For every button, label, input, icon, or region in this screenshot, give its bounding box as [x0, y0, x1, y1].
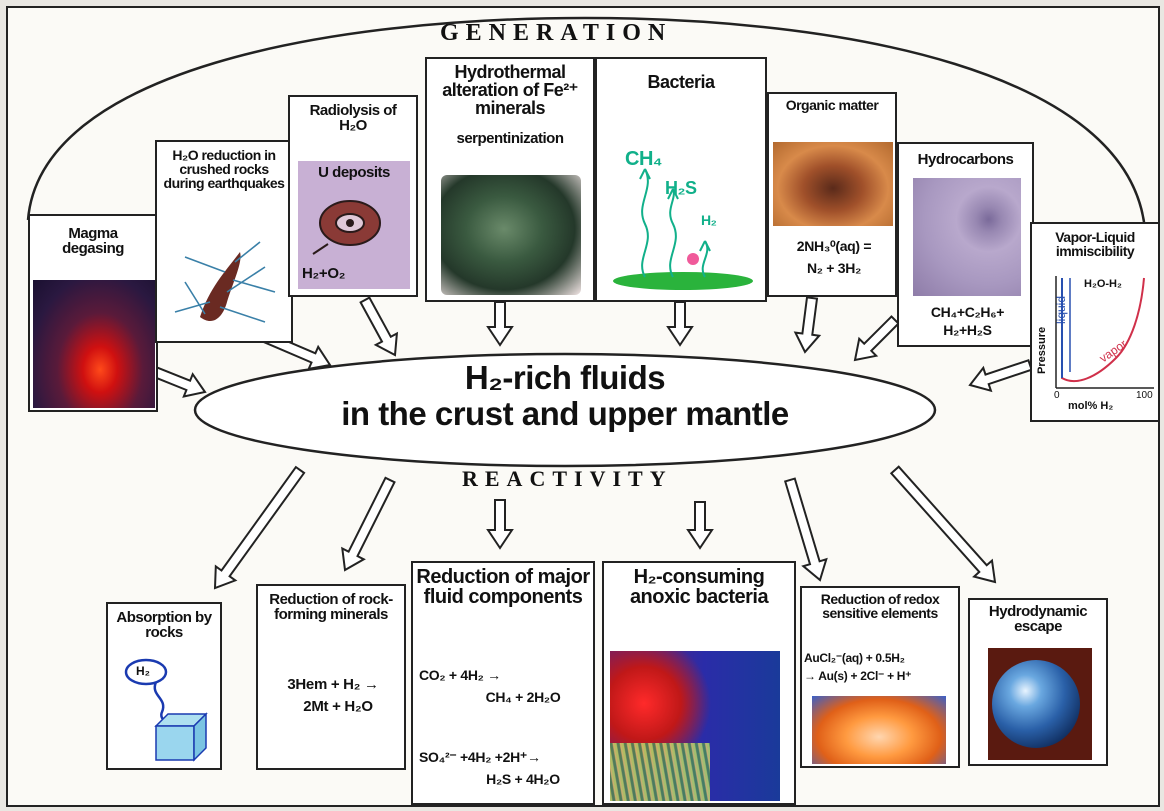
phase-plot-label: H₂O-H₂	[1084, 278, 1122, 290]
flow-arrow	[361, 298, 397, 355]
fluid-equation-2: CH₄ + 2H₂O	[453, 689, 593, 705]
source-organic-matter: Organic matter 2NH₃⁰(aq) = N₂ + 3H₂	[767, 92, 897, 297]
sink-anoxic-bacteria: H₂-consuming anoxic bacteria	[602, 561, 796, 805]
rock-equation-2: 2Mt + H₂O	[268, 698, 406, 715]
flow-arrow	[342, 478, 394, 570]
gold-photo	[812, 696, 946, 764]
source-vapor-liquid: Vapor-Liquid immiscibility H₂O-H₂ liquid…	[1030, 222, 1160, 422]
fluid-inclusion-photo	[913, 178, 1021, 296]
sink-title: Reduction of redox sensitive elements	[804, 592, 956, 620]
rock-equation-1: 3Hem + H₂ →	[260, 676, 406, 693]
fluid-equation-4: H₂S + 4H₂O	[453, 771, 593, 787]
serpentinite-photo	[441, 175, 581, 295]
sink-rock-forming-minerals: Reduction of rock-forming minerals 3Hem …	[256, 584, 406, 770]
source-radiolysis: Radiolysis of H₂O U deposits H₂+O₂	[288, 95, 418, 297]
source-title: Vapor-Liquid immiscibility	[1034, 230, 1156, 258]
flow-arrow	[215, 467, 304, 588]
sink-title: Reduction of major fluid components	[415, 567, 591, 607]
absorption-drawing	[118, 656, 214, 766]
phase-liquid-label: liquid	[1054, 296, 1068, 324]
source-title: H₂O reduction in crushed rocks during ea…	[161, 148, 287, 190]
organic-matter-photo	[773, 142, 893, 226]
bacteria-h2s-label: H₂S	[665, 179, 697, 197]
sink-major-fluid-components: Reduction of major fluid components CO₂ …	[411, 561, 595, 805]
flow-arrow	[688, 502, 712, 548]
flow-arrow	[668, 302, 692, 345]
earth-globe	[992, 660, 1080, 748]
phase-x-max: 100	[1136, 390, 1153, 401]
generation-banner: GENERATION	[440, 20, 672, 47]
redox-equation-1: AuCl₂⁻(aq) + 0.5H₂	[804, 652, 960, 666]
absorption-h2-label: H₂	[136, 664, 150, 678]
source-title: Hydrocarbons	[901, 152, 1030, 167]
fluid-equation-1: CO₂ + 4H₂ →	[419, 667, 589, 683]
volcano-photo	[33, 280, 155, 408]
phase-x-label: mol% H₂	[1068, 400, 1113, 412]
flow-arrow	[488, 302, 512, 345]
source-hydrocarbons: Hydrocarbons CH₄+C₂H₆+ H₂+H₂S	[897, 142, 1034, 347]
bacteria-ch4-label: CH₄	[625, 149, 662, 169]
serpentinization-label: serpentinization	[427, 131, 593, 146]
phase-x-min: 0	[1054, 390, 1060, 401]
organic-equation-1: 2NH₃⁰(aq) =	[771, 238, 897, 254]
sink-redox-elements: Reduction of redox sensitive elements Au…	[800, 586, 960, 768]
source-title: Bacteria	[599, 73, 763, 91]
sink-absorption: Absorption by rocks H₂	[106, 602, 222, 770]
hydrocarbon-equation-1: CH₄+C₂H₆+	[901, 304, 1034, 320]
phase-y-label: Pressure	[1036, 327, 1048, 374]
central-line-2: in the crust and upper mantle	[195, 396, 935, 432]
flow-arrow	[795, 297, 819, 352]
sink-hydrodynamic-escape: Hydrodynamic escape	[968, 598, 1108, 766]
source-hydrothermal-alteration: Hydrothermal alteration of Fe²⁺ minerals…	[425, 57, 595, 302]
anoxic-bacteria-filaments	[610, 743, 710, 801]
source-title: Organic matter	[773, 98, 891, 112]
sink-title: Hydrodynamic escape	[972, 604, 1104, 634]
hydrocarbon-equation-2: H₂+H₂S	[901, 322, 1034, 338]
central-title: H₂-rich fluids in the crust and upper ma…	[195, 360, 935, 432]
source-bacteria: Bacteria CH₄ H₂S H₂	[595, 57, 767, 302]
sink-title: H₂-consuming anoxic bacteria	[608, 567, 790, 607]
source-title: Magma degasing	[36, 226, 150, 256]
flow-arrow	[855, 317, 899, 361]
uranium-grain-drawing	[308, 189, 400, 259]
flow-arrow	[891, 467, 995, 582]
central-line-1: H₂-rich fluids	[195, 360, 935, 396]
redox-equation-2: → Au(s) + 2Cl⁻ + H⁺	[804, 670, 960, 684]
u-deposits-label: U deposits	[298, 165, 410, 180]
source-title: Hydrothermal alteration of Fe²⁺ minerals	[429, 63, 591, 117]
flow-arrow	[970, 360, 1032, 390]
reactivity-banner: REACTIVITY	[462, 466, 673, 492]
sink-title: Absorption by rocks	[110, 610, 218, 640]
fluid-equation-3: SO₄²⁻ +4H₂ +2H⁺→	[419, 749, 591, 765]
source-h2o-reduction-earthquakes: H₂O reduction in crushed rocks during ea…	[155, 140, 293, 343]
organic-equation-2: N₂ + 3H₂	[771, 260, 897, 276]
bacteria-h2-label: H₂	[701, 213, 716, 227]
source-magma-degassing: Magma degasing	[28, 214, 158, 412]
sink-title: Reduction of rock-forming minerals	[260, 592, 402, 622]
source-title: Radiolysis of H₂O	[294, 103, 412, 133]
crushed-rock-drawing	[165, 232, 285, 340]
flow-arrow	[488, 500, 512, 548]
radiolysis-equation: H₂+O₂	[298, 265, 414, 282]
